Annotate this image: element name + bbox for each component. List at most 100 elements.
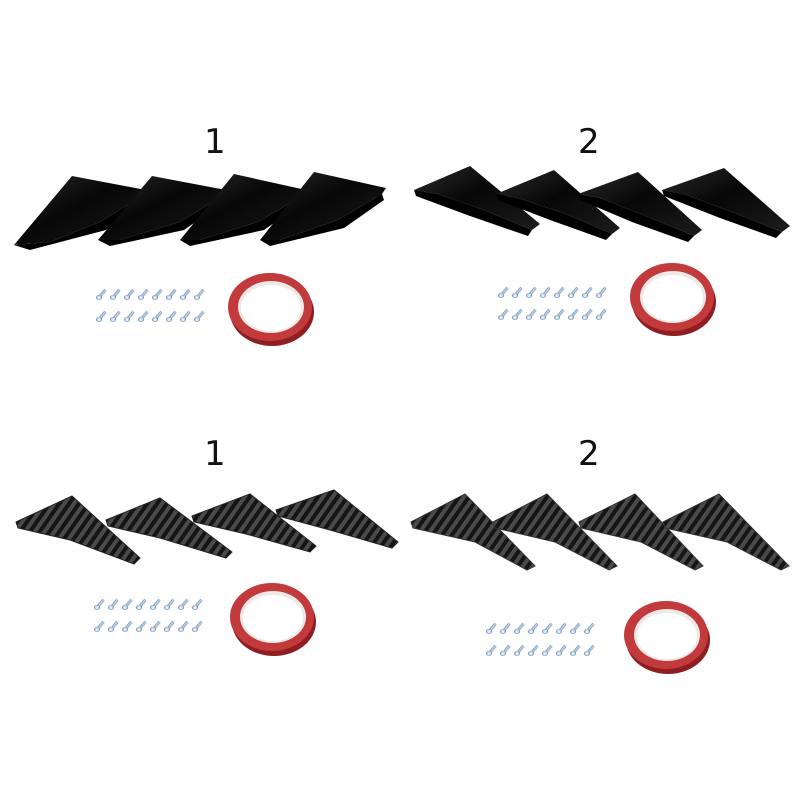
screw-icon [542, 622, 556, 634]
screw-icon [498, 286, 512, 298]
screws-set [94, 598, 206, 632]
fin-icon [260, 172, 386, 246]
screw-icon [498, 308, 512, 320]
screw-icon [138, 310, 152, 322]
screw-icon [180, 310, 194, 322]
screw-icon [596, 286, 610, 298]
screw-icon [192, 620, 206, 632]
fin-icon [414, 166, 540, 236]
screw-icon [178, 620, 192, 632]
screw-icon [96, 288, 110, 300]
screw-icon [540, 308, 554, 320]
fin-icon [662, 168, 790, 238]
fin-icon [180, 174, 306, 246]
screw-icon [96, 310, 110, 322]
fins-carbon-set [15, 489, 399, 565]
screw-icon [166, 288, 180, 300]
screw-icon [500, 622, 514, 634]
product-panel-black-2: 2 [400, 0, 800, 400]
screw-icon [596, 308, 610, 320]
fin-icon [105, 497, 233, 559]
variant-label: 1 [204, 122, 226, 162]
product-panel-carbon-1: 1 [0, 400, 400, 800]
screw-icon [556, 622, 570, 634]
screw-icon [192, 598, 206, 610]
fin-icon [492, 493, 618, 571]
screw-icon [584, 622, 598, 634]
screw-icon [164, 598, 178, 610]
screw-icon [582, 286, 596, 298]
fins-black-set [414, 166, 790, 242]
screw-icon [122, 598, 136, 610]
variant-label: 1 [204, 434, 226, 474]
screw-icon [568, 308, 582, 320]
tape-roll-icon [230, 583, 316, 656]
screw-icon [512, 286, 526, 298]
screw-icon [554, 286, 568, 298]
screw-icon [540, 286, 554, 298]
screws-set [96, 288, 208, 322]
screw-icon [570, 644, 584, 656]
fins-black-set [14, 172, 386, 250]
screw-icon [526, 308, 540, 320]
screws-set [498, 286, 610, 320]
screw-icon [94, 598, 108, 610]
fin-icon [496, 170, 620, 240]
screw-icon [110, 310, 124, 322]
screw-icon [180, 288, 194, 300]
screw-icon [568, 286, 582, 298]
screw-icon [194, 288, 208, 300]
screw-icon [486, 644, 500, 656]
fin-icon [578, 493, 704, 571]
fin-icon [275, 489, 399, 549]
screw-icon [178, 598, 192, 610]
screw-icon [556, 644, 570, 656]
screw-icon [124, 288, 138, 300]
fin-icon [191, 493, 317, 553]
screw-icon [584, 644, 598, 656]
product-panel-carbon-2: 2 [400, 400, 800, 800]
screw-icon [542, 644, 556, 656]
screw-icon [122, 620, 136, 632]
screw-icon [554, 308, 568, 320]
fin-icon [578, 172, 702, 242]
screw-icon [166, 310, 180, 322]
tape-roll-icon [624, 601, 710, 674]
screw-icon [486, 622, 500, 634]
variant-label: 2 [578, 434, 600, 474]
fins-carbon-set [410, 493, 790, 571]
screw-icon [94, 620, 108, 632]
product-panel-black-1: 1 [0, 0, 400, 400]
screw-icon [152, 310, 166, 322]
screw-icon [138, 288, 152, 300]
tape-roll-icon [630, 263, 716, 336]
screw-icon [528, 622, 542, 634]
screw-icon [526, 286, 540, 298]
fin-icon [662, 493, 790, 571]
screw-icon [514, 644, 528, 656]
screw-icon [150, 620, 164, 632]
screw-icon [582, 308, 596, 320]
screw-icon [150, 598, 164, 610]
screw-icon [500, 644, 514, 656]
screw-icon [108, 620, 122, 632]
screw-icon [164, 620, 178, 632]
screw-icon [110, 288, 124, 300]
fin-icon [98, 176, 226, 246]
screw-icon [152, 288, 166, 300]
tape-roll-icon [228, 273, 314, 346]
screw-icon [108, 598, 122, 610]
screw-icon [136, 620, 150, 632]
screw-icon [514, 622, 528, 634]
fin-icon [14, 176, 146, 250]
screw-icon [124, 310, 138, 322]
variant-label: 2 [578, 122, 600, 162]
fin-icon [410, 493, 536, 571]
screw-icon [528, 644, 542, 656]
fin-icon [15, 495, 141, 565]
screw-icon [136, 598, 150, 610]
screw-icon [512, 308, 526, 320]
screws-set [486, 622, 598, 656]
screw-icon [194, 310, 208, 322]
screw-icon [570, 622, 584, 634]
